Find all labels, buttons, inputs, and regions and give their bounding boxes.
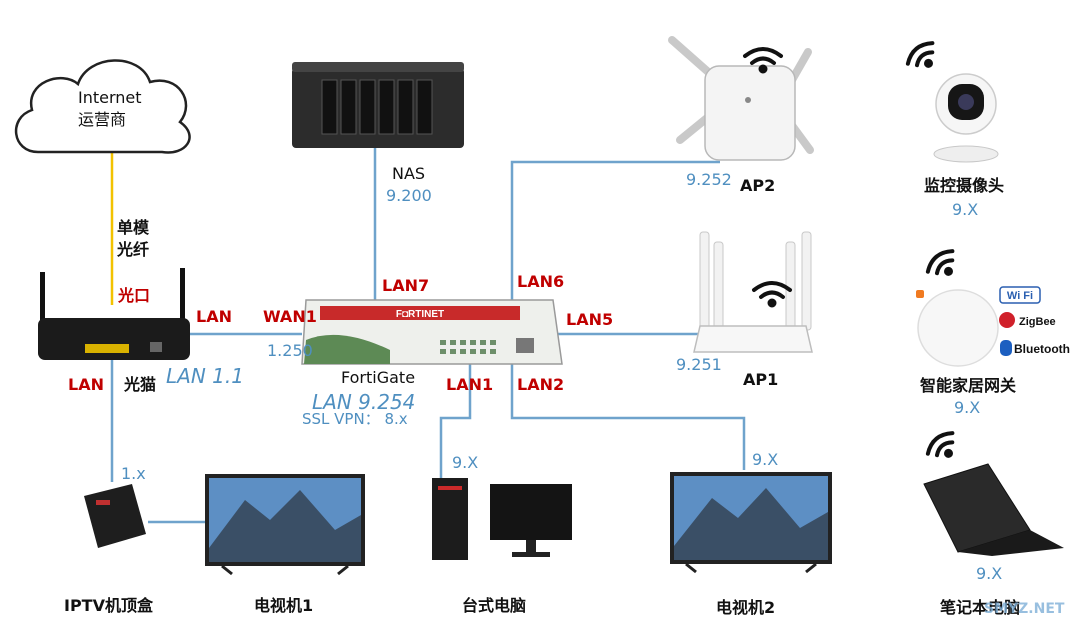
- hub-ip: 9.X: [954, 398, 981, 417]
- link-firewall-ap2: [510, 160, 720, 304]
- tv2-screen-mountains: [674, 488, 828, 560]
- desktop-tower: [432, 478, 468, 560]
- network-links: [110, 148, 746, 524]
- zigbee-badge-text: ZigBee: [1019, 316, 1056, 328]
- wifi-icon-laptop: [925, 431, 955, 458]
- nas-name: NAS: [392, 164, 426, 183]
- link-firewall-desktop: [439, 362, 472, 482]
- smart-hub-device: Wi Fi ZigBee Bluetooth: [916, 286, 1070, 367]
- wifi-badge-text: Wi Fi: [1007, 290, 1033, 302]
- ap1-name: AP1: [743, 370, 779, 389]
- ap2-led: [745, 97, 751, 103]
- modem-lan-port-down: LAN: [68, 375, 104, 394]
- wifi-icon-ap1: [752, 281, 792, 308]
- desktop-device: [432, 478, 572, 560]
- watermark: SMYZ.NET: [984, 601, 1065, 617]
- nas-top: [292, 62, 464, 72]
- modem-fiber-port: [150, 342, 162, 352]
- wifi-badge: [999, 286, 1041, 304]
- tv2-ip: 9.X: [752, 450, 779, 469]
- zigbee-icon: [999, 312, 1015, 328]
- firewall-console-port: [516, 338, 534, 353]
- laptop-base: [958, 530, 1064, 556]
- iptv-name: IPTV机顶盒: [64, 596, 153, 615]
- laptop-name: 笔记本电脑: [940, 598, 1021, 617]
- firewall-lan7-port: LAN7: [382, 276, 430, 295]
- ap2-body: [704, 65, 796, 161]
- modem-name: 光猫: [124, 375, 157, 394]
- camera-device: [933, 73, 999, 163]
- camera-base: [933, 145, 999, 163]
- hub-brand-mark: [916, 290, 924, 298]
- tv1-name: 电视机1: [254, 596, 314, 615]
- iptv-box-body: [84, 484, 146, 548]
- tv2-name: 电视机2: [716, 598, 776, 617]
- ap1-antennas: [699, 231, 812, 331]
- bluetooth-badge-text: Bluetooth: [1014, 342, 1070, 356]
- camera-ip: 9.X: [952, 200, 979, 219]
- camera-name: 监控摄像头: [924, 176, 1005, 195]
- desktop-monitor: [490, 484, 572, 540]
- modem-lan-ip: LAN 1.1: [166, 364, 244, 388]
- modem-body: [38, 318, 190, 360]
- desktop-monitor-stand: [512, 552, 550, 557]
- bluetooth-icon: [1000, 340, 1012, 356]
- ap1-body: [693, 325, 813, 353]
- firewall-brand-strip: [320, 306, 520, 320]
- modem-lan-port-right: LAN: [196, 307, 232, 326]
- nas-device: [292, 62, 464, 148]
- wifi-icon-ap2: [743, 47, 783, 74]
- modem-antenna-right: [180, 268, 185, 320]
- nas-body: [292, 68, 464, 148]
- firewall-green-accent: [304, 334, 390, 364]
- laptop-device: [923, 463, 1064, 556]
- firewall-brand-text: F◘RTINET: [396, 309, 444, 320]
- camera-lens: [958, 94, 974, 110]
- hub-body: [917, 289, 999, 367]
- fiber-port-label: 光口: [118, 286, 151, 305]
- modem-port-strip: [85, 344, 129, 353]
- cloud-label-line1: Internet: [78, 88, 142, 107]
- fortigate-device: [301, 299, 563, 365]
- modem-antenna-left: [40, 272, 45, 322]
- firewall-vpn: SSL VPN： 8.x: [302, 410, 408, 428]
- link-firewall-tv2: [510, 362, 746, 470]
- wifi-icon-hub: [925, 249, 955, 276]
- cloud-label-line2: 运营商: [78, 110, 127, 129]
- firewall-lan-ip: LAN 9.254: [312, 390, 416, 414]
- ap1-device: [693, 231, 813, 353]
- ap2-device: [668, 36, 814, 161]
- optical-modem: [38, 268, 190, 360]
- internet-cloud: [15, 59, 191, 154]
- fiber-label-line1: 单模: [117, 218, 150, 237]
- iptv-ip: 1.x: [121, 464, 146, 483]
- wifi-icon-camera: [905, 41, 935, 68]
- wifi-icons: [743, 41, 955, 458]
- ap1-ip: 9.251: [676, 355, 722, 374]
- firewall-lan5-port: LAN5: [566, 310, 614, 329]
- nas-drive-bays: [321, 79, 433, 135]
- firewall-wan-port: WAN1: [263, 307, 317, 326]
- tv1-device: [205, 474, 365, 576]
- fiber-label-line2: 光纤: [117, 240, 150, 259]
- firewall-port-leds: [440, 340, 496, 354]
- laptop-ip: 9.X: [976, 564, 1003, 583]
- firewall-lan1-port: LAN1: [446, 375, 494, 394]
- nas-ip: 9.200: [386, 186, 432, 205]
- desktop-tower-stripe: [438, 486, 462, 490]
- iptv-box-device: [84, 484, 146, 548]
- ap2-name: AP2: [740, 176, 776, 195]
- firewall-name: FortiGate: [341, 368, 416, 387]
- hub-name: 智能家居网关: [920, 376, 1017, 395]
- firewall-wan-ip: 1.250: [267, 341, 313, 360]
- iptv-box-logo: [96, 500, 110, 505]
- tv1-screen-mountains: [209, 490, 361, 562]
- tv2-device: [670, 472, 832, 574]
- firewall-lan2-port: LAN2: [517, 375, 565, 394]
- ap2-ip: 9.252: [686, 170, 732, 189]
- desktop-ip: 9.X: [452, 453, 479, 472]
- firewall-lan6-port: LAN6: [517, 272, 565, 291]
- desktop-name: 台式电脑: [462, 596, 527, 615]
